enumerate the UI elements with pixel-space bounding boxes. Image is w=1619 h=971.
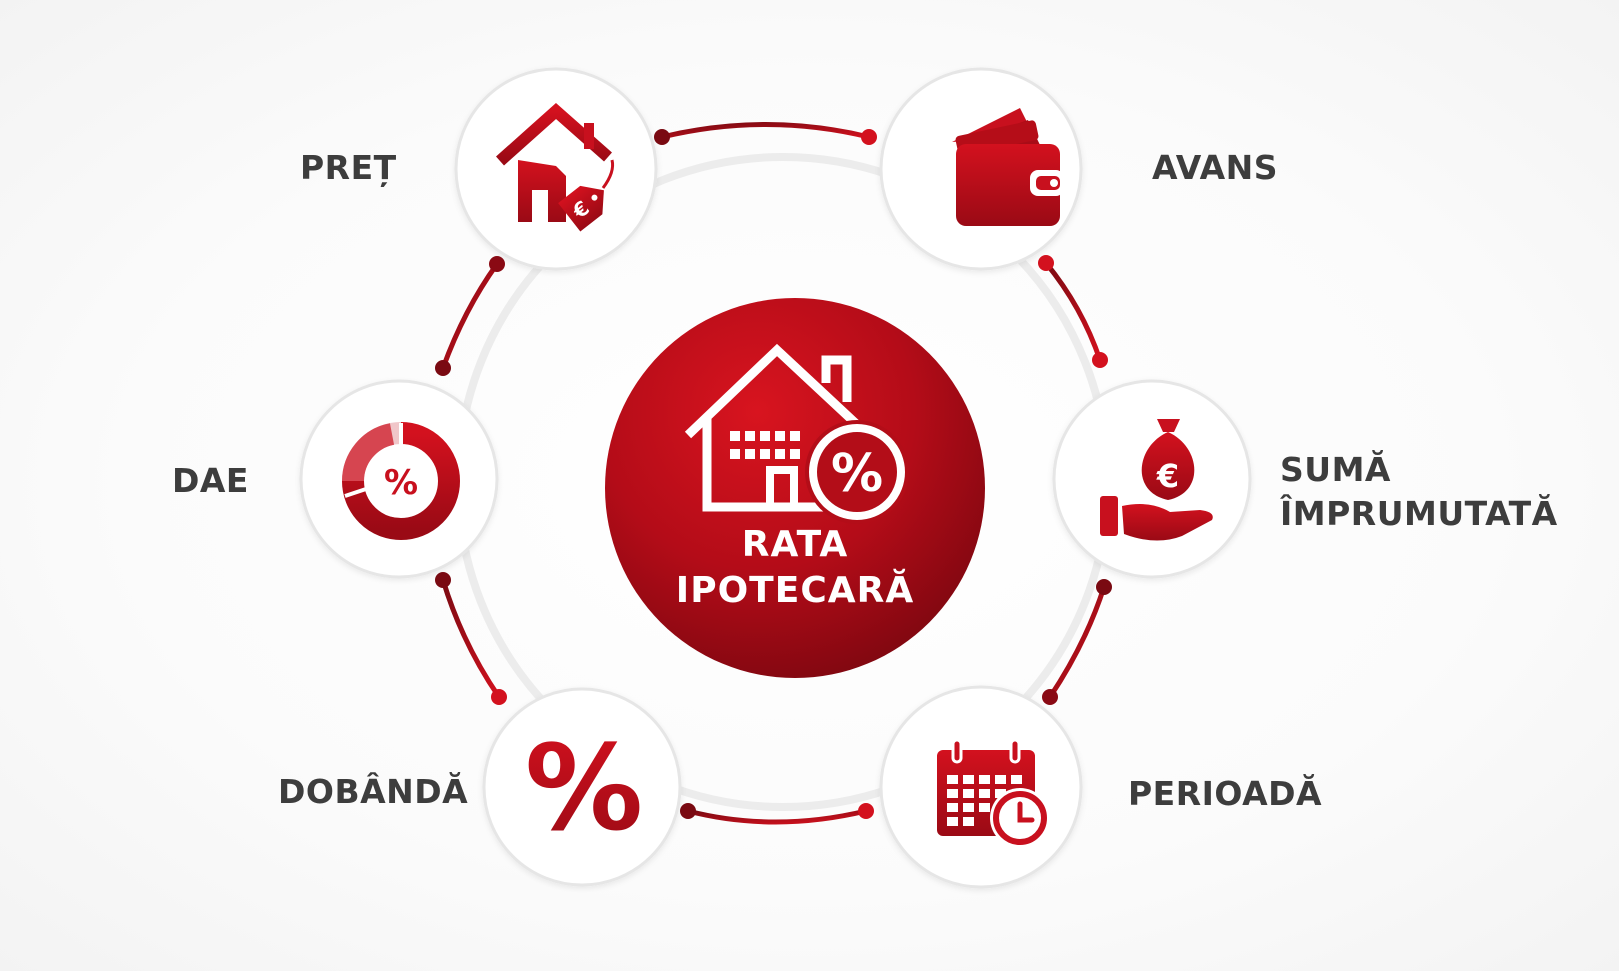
connector-pret-avans — [654, 122, 877, 145]
svg-text:%: % — [831, 444, 883, 504]
wallet-icon — [952, 108, 1064, 226]
label-dae: DAE — [172, 461, 249, 500]
house-price-tag-icon: € — [496, 102, 615, 232]
node-pret: € — [454, 67, 658, 271]
house-percent-icon: % — [684, 343, 909, 524]
svg-text:%: % — [525, 719, 643, 857]
node-dobanda: % — [482, 687, 682, 887]
center-title-line2: IPOTECARĂ — [675, 570, 915, 611]
percent-donut-icon: % — [342, 422, 460, 540]
center-title-line1: RATA — [741, 524, 849, 565]
node-suma: € — [1052, 379, 1252, 579]
connector-dae-pret — [435, 256, 505, 376]
label-suma-line1: SUMĂ — [1280, 450, 1391, 489]
node-perioada — [879, 685, 1083, 889]
svg-text:€: € — [1156, 457, 1179, 495]
label-suma: SUMĂ ÎMPRUMUTATĂ — [1280, 448, 1558, 536]
node-dae: % — [299, 379, 499, 579]
label-dobanda: DOBÂNDĂ — [278, 772, 469, 811]
center-node: % — [605, 298, 985, 678]
node-avans — [879, 67, 1083, 271]
connector-avans-suma — [1038, 255, 1108, 368]
connector-perioada-dobanda — [680, 803, 874, 825]
percent-icon: % — [525, 719, 643, 857]
connector-suma-perioada — [1042, 579, 1112, 705]
calendar-clock-icon — [937, 738, 1050, 848]
label-avans: AVANS — [1152, 148, 1279, 187]
label-perioada: PERIOADĂ — [1128, 774, 1323, 813]
hand-money-bag-icon: € — [1100, 419, 1213, 541]
label-pret: PREȚ — [300, 148, 397, 187]
svg-text:%: % — [384, 463, 418, 503]
connector-dobanda-dae — [435, 572, 507, 705]
label-suma-line2: ÎMPRUMUTATĂ — [1280, 494, 1558, 533]
center-title: RATA IPOTECARĂ — [595, 522, 995, 614]
